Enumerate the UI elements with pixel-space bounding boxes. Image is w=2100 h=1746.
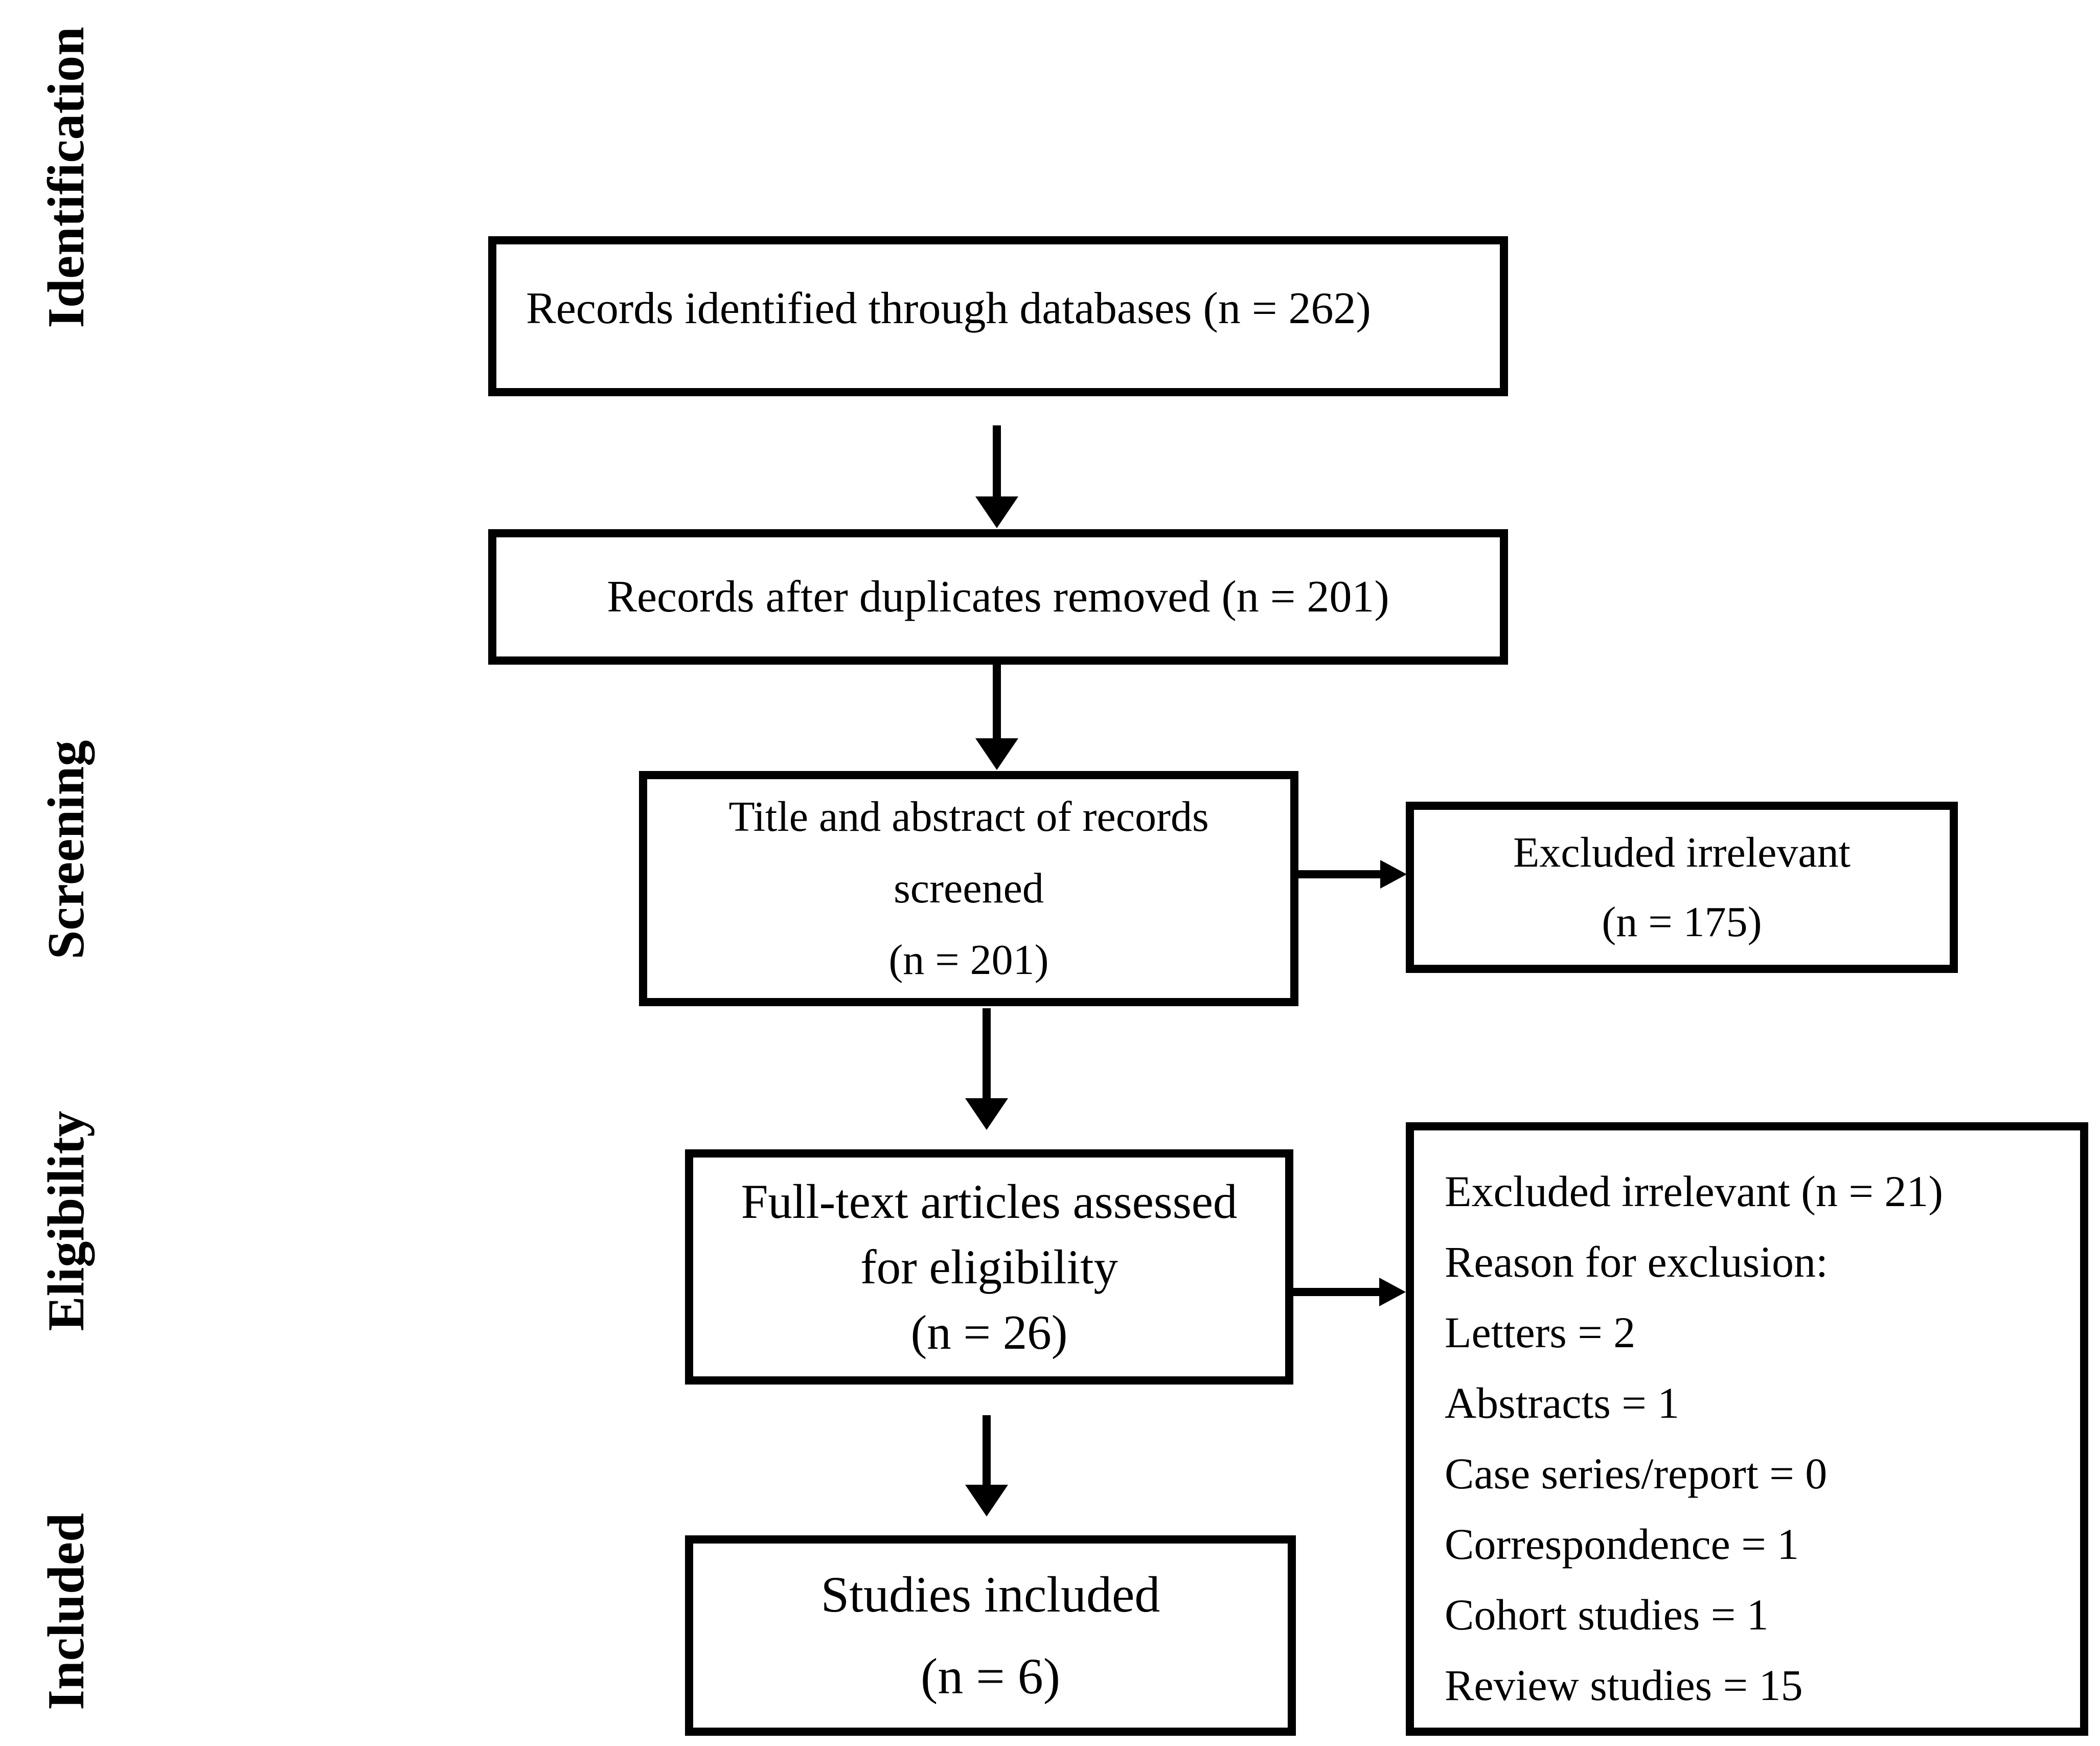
exclusion-reason-line-8: Review studies = 15 [1445, 1661, 1803, 1710]
exclusion-reason-line-6: Correspondence = 1 [1445, 1520, 1799, 1569]
box-duplicates-removed-text: Records after duplicates removed (n = 20… [607, 572, 1389, 622]
flow-arrow-right-2-shaft [1292, 1288, 1380, 1296]
flow-arrow-down-4-head-icon [965, 1485, 1008, 1516]
box-duplicates-removed: Records after duplicates removed (n = 20… [488, 529, 1508, 665]
flow-arrow-right-2-head-icon [1379, 1278, 1406, 1306]
box-title-abstract-line-1: Title and abstract of records [728, 793, 1209, 841]
box-excluded-irrelevant-screening: Excluded irrelevant (n = 175) [1406, 802, 1958, 973]
box-records-identified-text: Records identified through databases (n … [526, 284, 1371, 333]
exclusion-reason-line-7: Cohort studies = 1 [1445, 1590, 1769, 1639]
flow-arrow-right-1-shaft [1297, 870, 1383, 878]
box-fulltext-assessed: Full-text articles assessed for eligibil… [685, 1149, 1293, 1385]
box-records-identified: Records identified through databases (n … [488, 236, 1508, 396]
flow-arrow-down-4-shaft [983, 1415, 991, 1487]
flow-arrow-down-1-head-icon [975, 496, 1018, 528]
box-excluded-screening-line-1: Excluded irrelevant [1513, 828, 1851, 876]
box-studies-included-line-1: Studies included [820, 1566, 1160, 1623]
exclusion-reason-line-2: Reason for exclusion: [1445, 1237, 1828, 1286]
flow-arrow-down-3-shaft [983, 1008, 991, 1100]
box-title-abstract-line-3: (n = 201) [888, 936, 1049, 984]
box-excluded-screening-line-2: (n = 175) [1602, 898, 1762, 946]
flow-arrow-right-1-head-icon [1380, 860, 1407, 889]
box-fulltext-line-2: for eligibility [860, 1240, 1118, 1294]
exclusion-reason-line-3: Letters = 2 [1445, 1308, 1636, 1357]
flow-arrow-down-3-head-icon [965, 1098, 1008, 1130]
box-excluded-irrelevant-eligibility: Excluded irrelevant (n = 21) Reason for … [1406, 1122, 2088, 1736]
box-studies-included: Studies included (n = 6) [685, 1535, 1296, 1736]
box-title-abstract-line-2: screened [894, 865, 1044, 912]
flow-arrow-down-2-shaft [993, 664, 1001, 739]
exclusion-reason-line-1: Excluded irrelevant (n = 21) [1445, 1167, 1944, 1216]
box-title-abstract-screened: Title and abstract of records screened (… [639, 771, 1298, 1006]
flow-arrow-down-2-head-icon [975, 738, 1018, 770]
box-fulltext-line-1: Full-text articles assessed [741, 1174, 1238, 1229]
box-fulltext-line-3: (n = 26) [910, 1305, 1068, 1359]
exclusion-reason-line-5: Case series/report = 0 [1445, 1449, 1828, 1498]
flow-arrow-down-1-shaft [993, 425, 1001, 500]
stage-label-identification: Identification [37, 27, 95, 328]
exclusion-reason-line-4: Abstracts = 1 [1445, 1378, 1680, 1427]
stage-label-included: Included [37, 1513, 95, 1710]
box-studies-included-line-2: (n = 6) [921, 1648, 1060, 1705]
